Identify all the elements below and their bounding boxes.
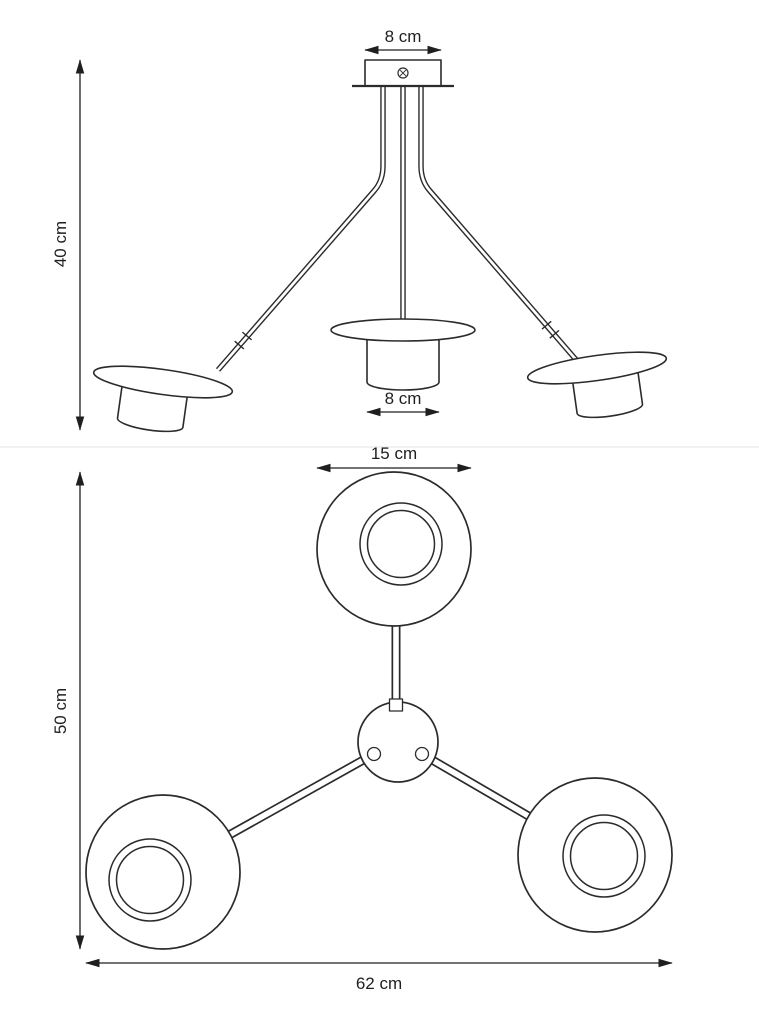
dim-shade-width-label: 8 cm bbox=[385, 389, 422, 408]
mounting-screw-cross bbox=[399, 69, 407, 77]
ceiling-plate bbox=[352, 59, 454, 88]
left-shade-inner bbox=[115, 845, 185, 915]
side-view bbox=[92, 59, 668, 433]
hub-circle bbox=[357, 701, 439, 783]
dim-shade-diameter-label: 15 cm bbox=[371, 444, 417, 463]
top-view-dimensions bbox=[75, 463, 673, 968]
top-view bbox=[85, 471, 673, 950]
hub-notch bbox=[388, 698, 404, 712]
center-shade bbox=[330, 318, 476, 391]
joint-tick bbox=[234, 340, 245, 350]
left-shade-disc bbox=[92, 365, 234, 399]
center-shade-disc bbox=[330, 318, 476, 342]
dim-topview-height-label: 50 cm bbox=[51, 688, 70, 734]
left-shade-circle bbox=[85, 794, 241, 950]
top-view-right-rod bbox=[419, 750, 540, 825]
right-arm bbox=[418, 86, 581, 364]
joint-tick bbox=[541, 320, 552, 330]
center-shade-cylinder bbox=[366, 334, 440, 391]
left-shade bbox=[92, 365, 234, 433]
side-view-labels: 8 cm 40 cm 8 cm bbox=[51, 27, 421, 408]
dim-top-width-label: 8 cm bbox=[385, 27, 422, 46]
right-shade-disc bbox=[526, 351, 668, 385]
top-view-left-rod bbox=[219, 750, 377, 844]
dim-total-width-label: 62 cm bbox=[356, 974, 402, 993]
top-view-labels: 15 cm 50 cm 62 cm bbox=[51, 444, 417, 993]
right-shade-inner bbox=[569, 821, 639, 891]
hub bbox=[357, 698, 439, 783]
top-shade-circle bbox=[316, 471, 472, 627]
left-arm bbox=[215, 86, 386, 372]
dim-height-label: 40 cm bbox=[51, 221, 70, 267]
hub-hole-left bbox=[366, 746, 382, 762]
joint-tick bbox=[549, 329, 560, 339]
top-shade-inner bbox=[366, 509, 436, 579]
side-view-dimensions bbox=[75, 45, 442, 431]
left-arm-joint bbox=[234, 331, 253, 350]
hub-hole-right bbox=[414, 746, 430, 762]
right-shade bbox=[526, 351, 668, 419]
right-shade-circle bbox=[517, 777, 673, 933]
joint-tick bbox=[241, 331, 253, 341]
right-arm-joint bbox=[541, 320, 560, 339]
